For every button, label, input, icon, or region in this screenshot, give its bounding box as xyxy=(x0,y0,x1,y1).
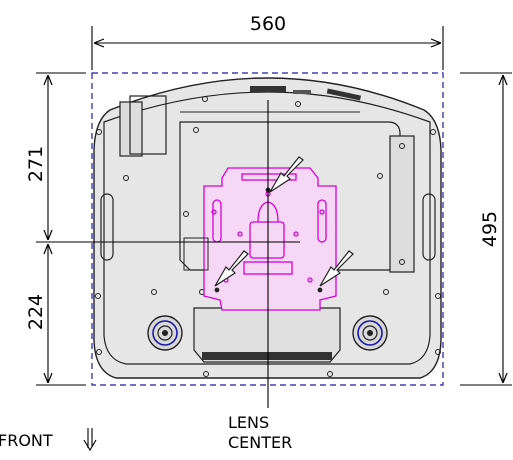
mount-screw-arrows xyxy=(214,156,354,293)
dimension-boundary-box xyxy=(91,72,444,386)
front-to-center-dimension-label: 271 xyxy=(25,146,47,182)
front-right-foot xyxy=(352,315,388,351)
width-dimension xyxy=(91,26,444,70)
depth-dimension-label: 495 xyxy=(479,211,501,247)
left-duct-outer xyxy=(119,101,143,157)
front-direction-arrow-icon xyxy=(83,428,97,452)
bottom-vent-grille xyxy=(202,352,332,360)
top-vent-center xyxy=(250,86,286,92)
left-side-slot xyxy=(100,193,114,261)
depth-dimension xyxy=(460,72,512,386)
top-vent-small xyxy=(293,90,311,94)
screw-holes xyxy=(95,96,441,377)
front-left-foot xyxy=(147,315,183,351)
right-bracket xyxy=(389,135,415,273)
center-to-rear-dimension-label: 224 xyxy=(25,294,47,330)
lens-center-label-line2: CENTER xyxy=(228,433,292,452)
top-vent-right xyxy=(326,88,362,101)
right-side-slot xyxy=(422,193,436,261)
front-label: FRONT xyxy=(0,431,53,450)
bottom-vent-housing xyxy=(193,307,341,363)
left-duct-inner xyxy=(129,95,167,155)
width-dimension-label: 560 xyxy=(250,13,286,35)
ceiling-mount-plate xyxy=(203,167,337,311)
lens-center-label-line1: LENS xyxy=(228,413,269,432)
left-dimension-lines xyxy=(36,72,86,386)
connector-block xyxy=(183,237,209,271)
